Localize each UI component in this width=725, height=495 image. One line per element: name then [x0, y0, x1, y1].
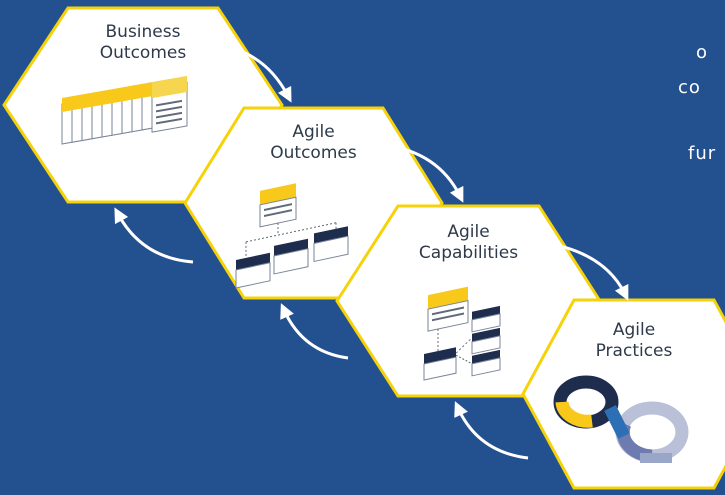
arrow-forward-3 — [537, 240, 629, 301]
label-line-2: Outcomes — [270, 143, 357, 163]
side-text-line-2: co — [678, 77, 701, 98]
label-line-2: Outcomes — [99, 43, 187, 63]
hexagon-label-agile-capabilities: Agile Capabilities — [398, 222, 539, 264]
label-line-1: Agile — [292, 122, 335, 142]
hexagon-label-agile-practices: Agile Practices — [574, 320, 694, 362]
label-line-1: Agile — [447, 222, 490, 242]
hierarchy-diagram-icon — [235, 183, 349, 289]
branching-diagram-icon — [423, 286, 501, 381]
label-line-1: Agile — [612, 320, 656, 340]
arrow-forward-1 — [217, 43, 292, 103]
side-text-line-3: fur — [688, 143, 717, 164]
label-line-2: Capabilities — [418, 243, 519, 263]
hexagon-label-business-outcomes: Business Outcomes — [68, 22, 218, 64]
stacked-documents-icon — [61, 75, 188, 145]
arrow-back-1 — [114, 207, 194, 264]
arrow-forward-2 — [383, 143, 464, 203]
arrow-back-3 — [454, 401, 529, 460]
side-text-line-1: o — [696, 42, 709, 63]
label-line-1: Business — [105, 22, 181, 42]
label-line-2: Practices — [595, 341, 673, 361]
hexagon-label-agile-outcomes: Agile Outcomes — [244, 122, 383, 164]
arrow-back-2 — [280, 303, 349, 360]
infinity-loop-icon — [553, 375, 689, 463]
